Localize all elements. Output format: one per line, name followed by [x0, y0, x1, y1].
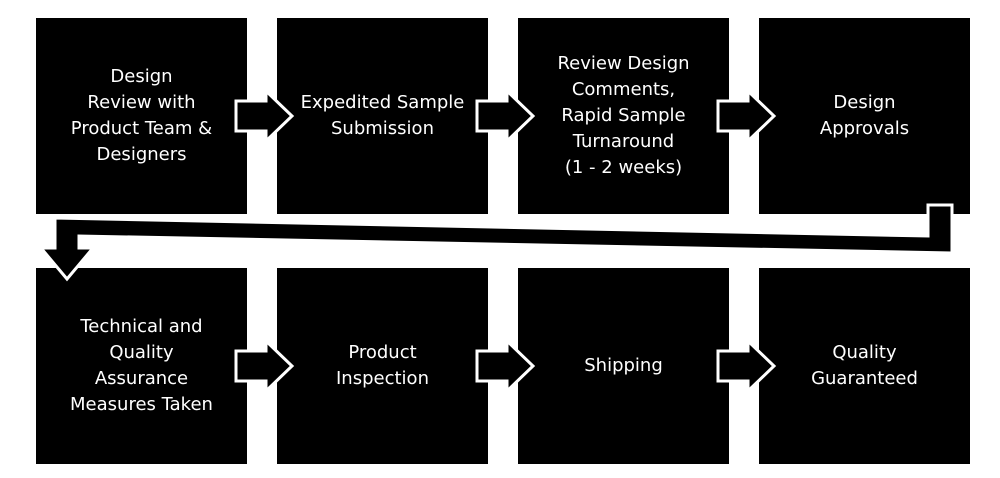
arrow-right-icon	[716, 337, 777, 395]
step-expedited-sample-submission: Expedited Sample Submission	[277, 18, 488, 214]
step-label: Design Review with Product Team & Design…	[70, 66, 213, 165]
arrow-right-icon	[716, 87, 777, 145]
step-label: Review Design Comments, Rapid Sample Tur…	[557, 53, 690, 178]
step-technical-quality-assurance: Technical and Quality Assurance Measures…	[36, 268, 247, 464]
step-label: Product Inspection	[336, 342, 429, 389]
step-label: Expedited Sample Submission	[300, 92, 465, 139]
wrap-arrow-down-icon	[37, 203, 954, 282]
step-quality-guaranteed: Quality Guaranteed	[759, 268, 970, 464]
step-product-inspection: Product Inspection	[277, 268, 488, 464]
step-review-design-comments: Review Design Comments, Rapid Sample Tur…	[518, 18, 729, 214]
arrow-right-icon	[234, 337, 295, 395]
arrow-right-icon	[475, 87, 536, 145]
step-label: Shipping	[584, 355, 663, 376]
step-label: Quality Guaranteed	[811, 342, 918, 389]
arrow-right-icon	[475, 337, 536, 395]
step-label: Design Approvals	[819, 92, 910, 139]
step-shipping: Shipping	[518, 268, 729, 464]
arrow-right-icon	[234, 87, 295, 145]
step-design-approvals: Design Approvals	[759, 18, 970, 214]
step-design-review: Design Review with Product Team & Design…	[36, 18, 247, 214]
step-label: Technical and Quality Assurance Measures…	[70, 316, 213, 415]
